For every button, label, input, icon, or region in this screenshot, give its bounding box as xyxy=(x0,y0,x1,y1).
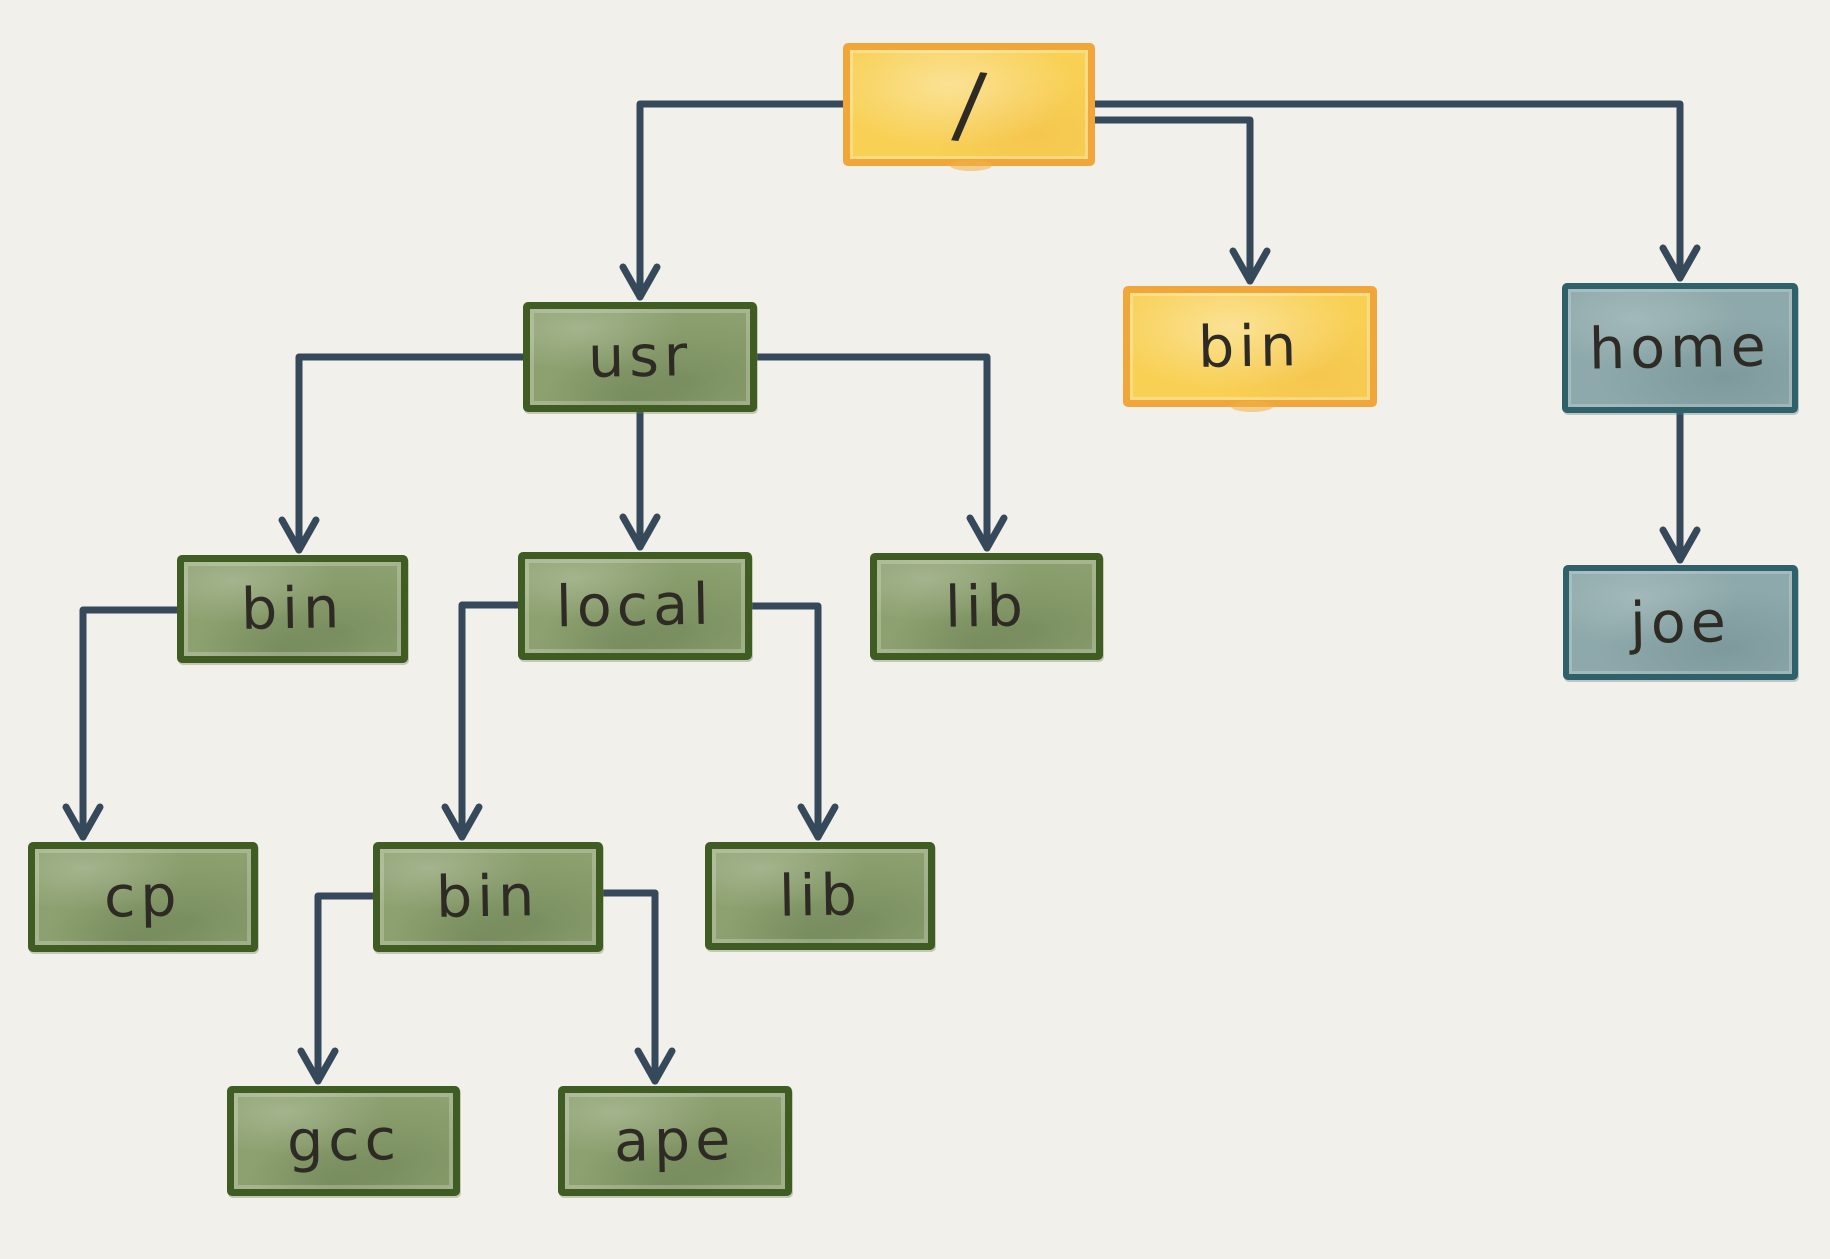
edge-local-bin xyxy=(441,601,522,841)
node-usr: usr xyxy=(523,302,757,412)
node-root-label: / xyxy=(949,53,989,156)
node-usr-bin: bin xyxy=(177,555,408,663)
edge-bin-cp xyxy=(62,606,181,841)
node-gcc-label: gcc xyxy=(285,1107,401,1175)
node-local-bin-label: bin xyxy=(435,863,541,931)
node-local-lib: lib xyxy=(705,842,935,950)
edge-usr-bin xyxy=(278,353,527,554)
node-usr-lib-label: lib xyxy=(944,572,1029,641)
node-joe: joe xyxy=(1563,565,1798,680)
node-home: home xyxy=(1562,283,1798,413)
edge-local-lib xyxy=(748,602,839,841)
edge-root-usr xyxy=(619,100,847,301)
edge-usr-lib xyxy=(753,353,1008,552)
node-usr-bin-label: bin xyxy=(240,575,345,643)
node-ape: ape xyxy=(558,1086,792,1196)
node-usr-local: local xyxy=(518,552,752,660)
node-cp-label: cp xyxy=(103,863,183,931)
edge-root-home xyxy=(1091,100,1701,282)
node-bin-top: bin xyxy=(1123,286,1377,412)
node-ape-label: ape xyxy=(613,1106,737,1176)
node-usr-label: usr xyxy=(587,323,693,391)
node-home-label: home xyxy=(1588,313,1772,383)
node-usr-local-label: local xyxy=(555,571,715,641)
node-gcc: gcc xyxy=(227,1086,460,1196)
node-joe-label: joe xyxy=(1629,588,1732,657)
node-usr-lib: lib xyxy=(870,553,1103,660)
edge-bin-ape xyxy=(599,889,676,1085)
node-cp: cp xyxy=(28,842,258,952)
edge-bin-gcc xyxy=(297,892,377,1085)
node-local-bin: bin xyxy=(373,842,603,952)
edge-root-bin xyxy=(1091,116,1271,285)
node-local-lib-label: lib xyxy=(777,862,862,930)
node-bin-top-label: bin xyxy=(1197,312,1303,381)
node-root: / xyxy=(843,43,1095,171)
